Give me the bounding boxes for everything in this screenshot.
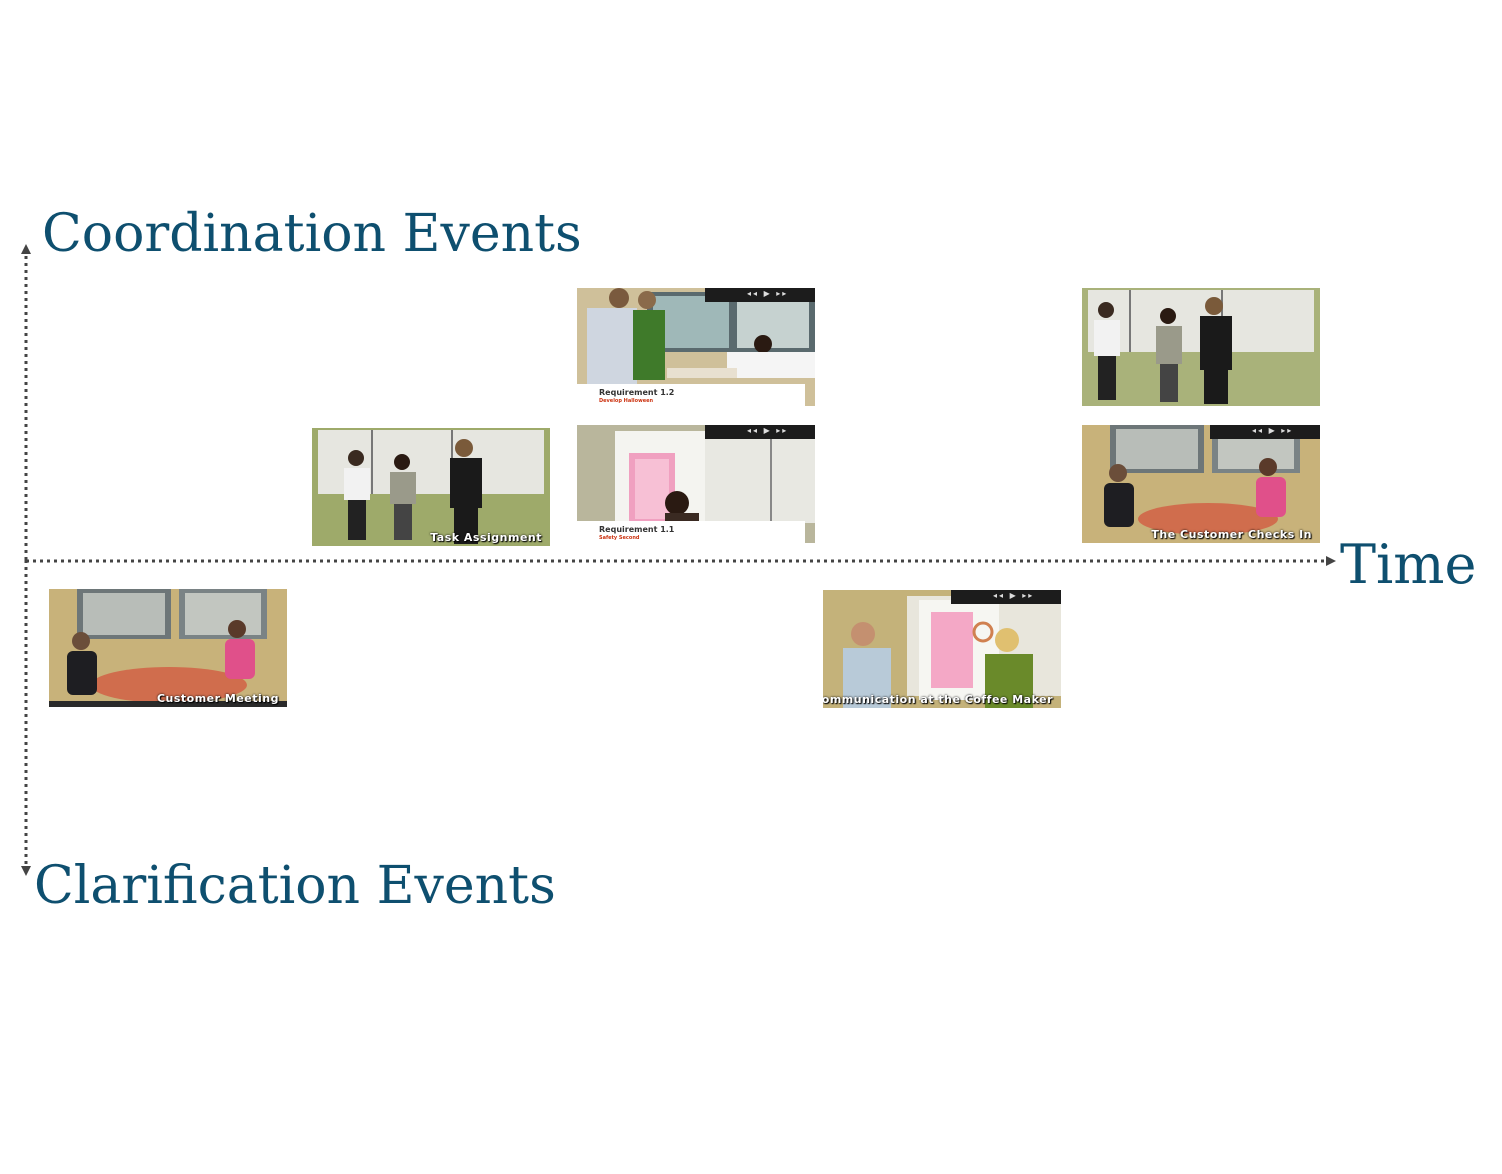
requirement-title-strip: Requirement 1.1 Safety Second [577, 521, 805, 543]
requirement-title-strip: Requirement 1.2 Develop Halloween [577, 384, 805, 406]
whiteboard-scene-image [1082, 288, 1320, 406]
meeting-scene-image [1082, 425, 1320, 543]
requirement-subtitle: Safety Second [599, 535, 640, 541]
requirement-title: Requirement 1.2 [599, 388, 675, 397]
playback-controls[interactable]: ◂◂ ▶ ▸▸ [1252, 426, 1294, 435]
video-thumbnail-coffee-maker[interactable]: ◂◂ ▶ ▸▸ Communication at the Coffee Make… [823, 590, 1061, 708]
video-player-controls[interactable]: ◂◂ ▶ ▸▸ [951, 590, 1061, 604]
video-player-controls[interactable]: ◂◂ ▶ ▸▸ [1210, 425, 1320, 439]
playback-controls[interactable]: ◂◂ ▶ ▸▸ [747, 426, 789, 435]
thumbnail-caption: The Customer Checks In [1151, 528, 1312, 541]
thumbnail-caption: Communication at the Coffee Maker [823, 693, 1053, 706]
video-thumbnail-task-assignment[interactable]: Task Assignment [312, 428, 550, 546]
coffee-maker-scene-image [823, 590, 1061, 708]
thumbnail-caption: Task Assignment [430, 531, 542, 544]
video-thumbnail-requirement-1-1[interactable]: ◂◂ ▶ ▸▸ Requirement 1.1 Safety Second [577, 425, 815, 543]
thumbnail-caption: Customer Meeting [156, 692, 279, 705]
time-axis-label: Time [1340, 533, 1477, 596]
meeting-scene-image [49, 589, 287, 707]
requirement-subtitle: Develop Halloween [599, 398, 654, 404]
video-player-controls[interactable]: ◂◂ ▶ ▸▸ [705, 288, 815, 302]
video-thumbnail-requirement-1-2[interactable]: ◂◂ ▶ ▸▸ Requirement 1.2 Develop Hallowee… [577, 288, 815, 406]
coordination-events-label: Coordination Events [42, 204, 582, 264]
clarification-events-label: Clarification Events [34, 856, 556, 916]
playback-controls[interactable]: ◂◂ ▶ ▸▸ [993, 591, 1035, 600]
playback-controls[interactable]: ◂◂ ▶ ▸▸ [747, 289, 789, 298]
video-player-controls[interactable]: ◂◂ ▶ ▸▸ [705, 425, 815, 439]
requirement-title: Requirement 1.1 [599, 525, 675, 534]
video-thumbnail-three-at-board[interactable] [1082, 288, 1320, 406]
video-thumbnail-customer-meeting[interactable]: Customer Meeting [49, 589, 287, 707]
video-thumbnail-customer-checks-in[interactable]: ◂◂ ▶ ▸▸ The Customer Checks In [1082, 425, 1320, 543]
whiteboard-scene-image [312, 428, 550, 546]
